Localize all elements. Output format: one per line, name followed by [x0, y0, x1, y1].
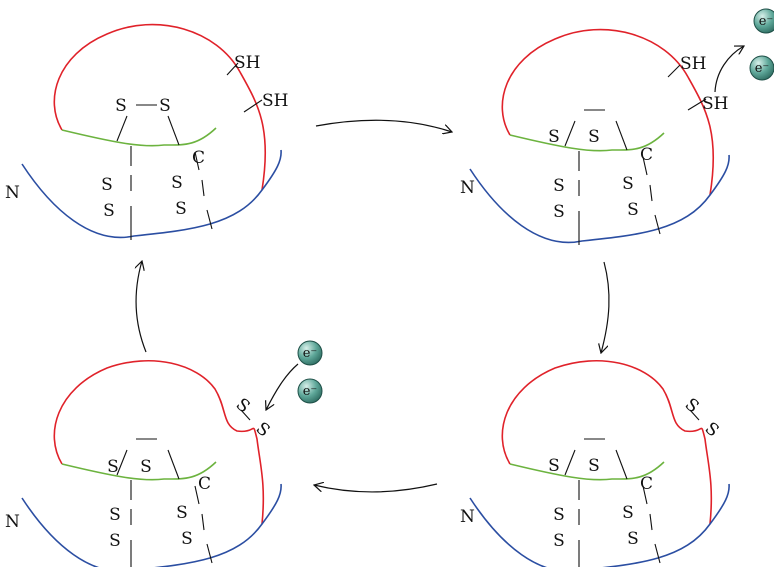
sulfur-label: S — [627, 200, 639, 220]
svg-text:e⁻: e⁻ — [303, 384, 318, 399]
cycle-arrow-up — [136, 261, 147, 353]
sulfur-label: S — [115, 96, 127, 116]
n-terminus-label: N — [5, 183, 20, 203]
n-terminus-label: N — [460, 178, 475, 198]
svg-text:e⁻: e⁻ — [303, 346, 318, 361]
thiol-label: SH — [234, 53, 260, 73]
n-terminus-label: N — [5, 512, 20, 532]
electron-release-arrow — [714, 46, 744, 93]
red-loop — [501, 359, 713, 525]
thiol-label: SH — [702, 94, 728, 114]
sulfur-label: S — [101, 175, 113, 195]
electron: e⁻ — [753, 8, 774, 34]
red-loop — [53, 23, 267, 191]
sulfur-label: S — [588, 456, 600, 476]
electron-release-state: S S S S S S C N SH SH — [460, 28, 730, 246]
sulfur-label: S — [588, 127, 600, 147]
sulfur-label: S — [548, 456, 560, 476]
sulfur-label: S — [622, 503, 634, 523]
sulfur-label: S — [103, 201, 115, 221]
sulfur-label: S — [175, 199, 187, 219]
svg-text:e⁻: e⁻ — [755, 61, 770, 76]
c-terminus-label: C — [640, 474, 653, 494]
sulfur-label: S — [159, 96, 171, 116]
sulfur-label: S — [181, 529, 193, 549]
sulfur-label: S — [107, 457, 119, 477]
sulfur-label: S — [171, 173, 183, 193]
electron: e⁻ — [749, 55, 774, 81]
sulfur-label: S — [176, 503, 188, 523]
c-terminus-label: C — [198, 474, 211, 494]
red-loop — [53, 359, 265, 525]
thiol-label: SH — [680, 54, 706, 74]
cycle-arrow-right — [315, 119, 452, 132]
electron: e⁻ — [297, 340, 323, 366]
electron-uptake-state: S S S S S S C N S S — [5, 359, 282, 567]
sulfur-label: S — [627, 529, 639, 549]
cycle-arrow-left — [314, 484, 438, 493]
sulfur-label: S — [553, 176, 565, 196]
sulfur-label: S — [553, 202, 565, 222]
sulfur-label: S — [622, 174, 634, 194]
sulfur-label: S — [553, 505, 565, 525]
cycle-arrow-down — [601, 261, 610, 353]
oxidized-state: S S S S S S C N S S — [460, 359, 730, 567]
sulfur-label: S — [553, 531, 565, 551]
electron-uptake-arrow — [266, 363, 299, 410]
c-terminus-label: C — [640, 145, 653, 165]
sulfur-label: S — [252, 419, 274, 442]
sulfur-label: S — [548, 127, 560, 147]
sulfur-label: S — [109, 531, 121, 551]
red-loop — [501, 28, 715, 196]
electron: e⁻ — [297, 378, 323, 404]
sulfur-label: S — [109, 505, 121, 525]
n-terminus-label: N — [460, 507, 475, 527]
sulfur-label: S — [140, 457, 152, 477]
sulfur-label: S — [232, 395, 254, 418]
reduced-state: S S S S S S C N SH SH — [5, 23, 288, 241]
sulfur-label: S — [681, 395, 703, 418]
thiol-label: SH — [262, 91, 288, 111]
svg-text:e⁻: e⁻ — [759, 14, 774, 29]
c-terminus-label: C — [192, 148, 205, 168]
